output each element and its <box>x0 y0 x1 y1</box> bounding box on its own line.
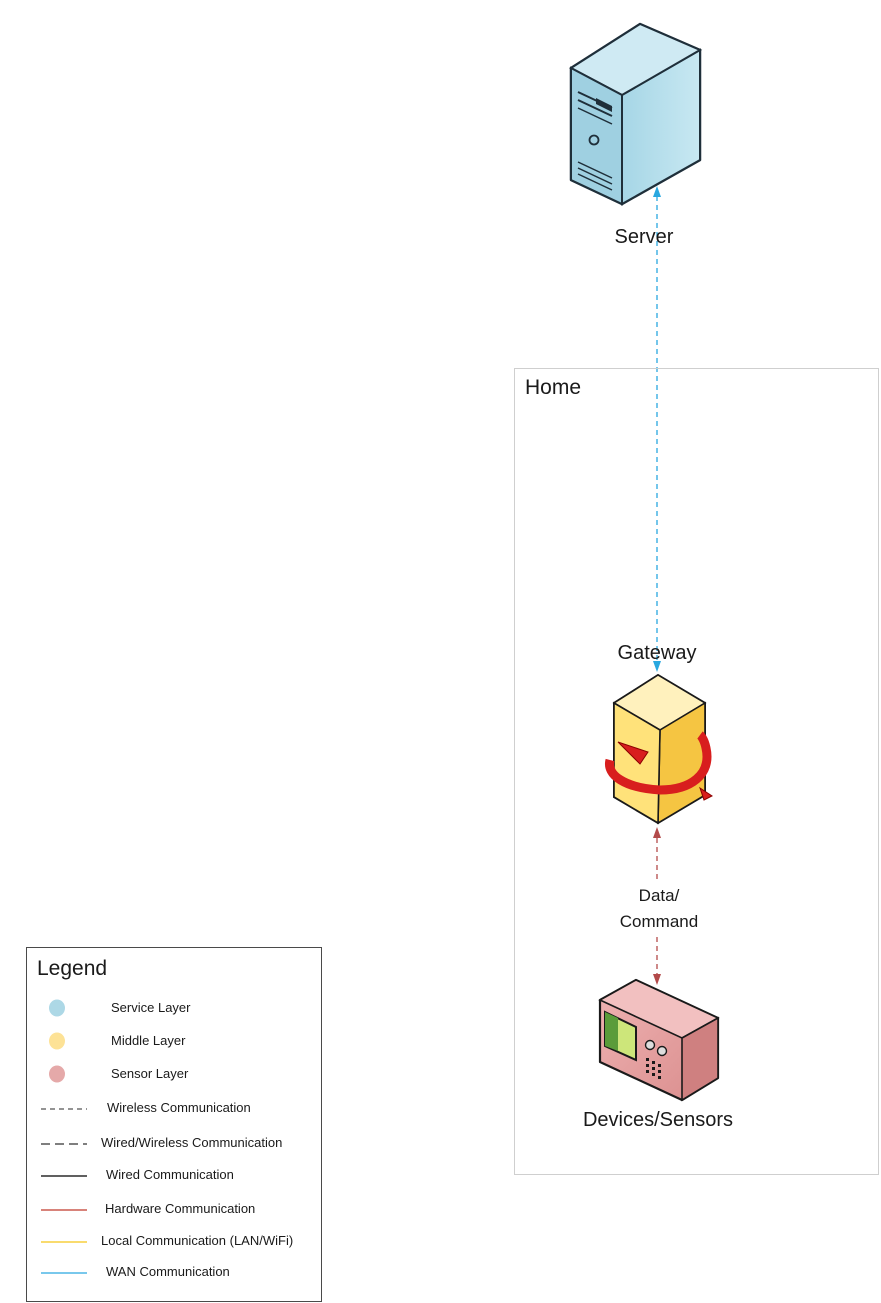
legend-item: Wired/Wireless Communication <box>27 1132 321 1156</box>
legend-swatch-line <box>41 1108 87 1110</box>
legend-swatch-line <box>41 1272 87 1274</box>
gateway-icon <box>605 673 713 825</box>
legend-swatch-dot <box>49 1065 65 1083</box>
legend-item: WAN Communication <box>27 1261 321 1285</box>
legend-item-label: WAN Communication <box>106 1264 230 1279</box>
legend-item-label: Hardware Communication <box>105 1201 256 1216</box>
data-command-label: Data/ Command <box>600 883 718 935</box>
hardware-link-gateway-devices <box>653 827 661 985</box>
legend-item: Service Layer <box>27 997 321 1021</box>
arrowhead-down-icon <box>653 974 661 985</box>
arrowhead-up-icon <box>653 827 661 838</box>
server-icon <box>569 22 703 206</box>
legend-item: Wired Communication <box>27 1164 321 1188</box>
device-sensor-icon <box>598 978 720 1102</box>
gateway-label: Gateway <box>617 642 697 664</box>
server-label: Server <box>614 226 674 248</box>
legend-swatch-line <box>41 1209 87 1211</box>
home-boundary <box>514 368 879 1175</box>
legend-item-label: Sensor Layer <box>111 1066 189 1081</box>
arrowhead-down-icon <box>653 661 661 672</box>
legend-swatch-line <box>41 1143 87 1145</box>
legend-item: Local Communication (LAN/WiFi) <box>27 1230 321 1254</box>
home-title: Home <box>525 376 582 399</box>
legend-item-label: Wired/Wireless Communication <box>101 1135 283 1150</box>
rotate-arrow-icon <box>617 741 649 765</box>
legend-item-label: Wired Communication <box>106 1167 234 1182</box>
arrowhead-up-icon <box>653 186 661 197</box>
legend-title: Legend <box>37 957 108 980</box>
legend-swatch-dot <box>49 999 65 1017</box>
legend-item-label: Wireless Communication <box>107 1100 251 1115</box>
edge-label-line1: Data/ <box>638 886 680 905</box>
legend-item-label: Local Communication (LAN/WiFi) <box>101 1233 294 1248</box>
legend-swatch-line <box>41 1175 87 1177</box>
legend-item: Middle Layer <box>27 1030 321 1054</box>
devices-label: Devices/Sensors <box>582 1109 734 1131</box>
legend-swatch-dot <box>49 1032 65 1050</box>
legend-item: Hardware Communication <box>27 1198 321 1222</box>
legend-swatch-line <box>41 1241 87 1243</box>
edge-label-line2: Command <box>619 912 699 931</box>
legend-item-label: Middle Layer <box>111 1033 186 1048</box>
legend-item: Sensor Layer <box>27 1063 321 1087</box>
wan-link-server-gateway <box>653 186 661 672</box>
legend-item-label: Service Layer <box>111 1000 191 1015</box>
legend-item: Wireless Communication <box>27 1097 321 1121</box>
